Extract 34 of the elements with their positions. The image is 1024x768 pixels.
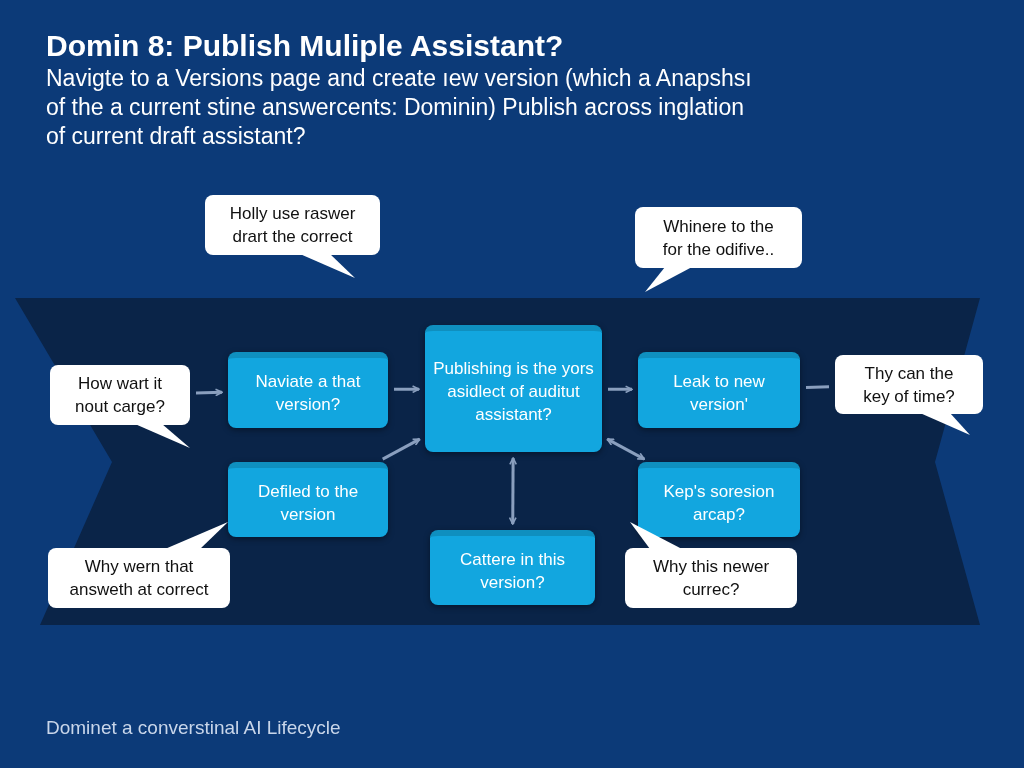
speech-bubble (50, 365, 190, 448)
process-box (638, 352, 800, 428)
speech-bubble (48, 522, 230, 608)
bubble-text: Why this newer currec? (651, 556, 771, 601)
box-text: Leak to new version' (672, 371, 766, 416)
box-text: Naviate a that version? (254, 371, 362, 416)
process-box (430, 530, 595, 605)
bubble-text: Thy can the key of time? (862, 362, 956, 408)
footer-text: Dominet a converstinal AI Lifecycle (46, 716, 341, 740)
process-box (638, 462, 800, 537)
bubble-text: Whinere to the for the odifive.. (661, 215, 776, 261)
connector-line (805, 385, 830, 389)
speech-bubble (635, 207, 802, 292)
box-text: Publishing is the yors asidlect of auditut assistant? (433, 358, 594, 426)
subtitle: Navigte to a Versions page and create ıew version (which a Anapshsı of the a current stine answercents: Dominin) Publish across inglation of current draft assistant? (46, 64, 753, 151)
arrow (195, 388, 223, 397)
process-box (228, 462, 388, 537)
bubble-text: Holly use raswer drart the correct (228, 203, 357, 248)
speech-bubble (625, 522, 797, 608)
bubble-text: Why wern that answeth at correct (68, 556, 210, 601)
arrow (394, 385, 420, 394)
process-box (228, 352, 388, 428)
box-text: Kep's soresion arcap? (662, 480, 776, 526)
bubble-text: How wart it nout carge? (74, 373, 166, 418)
process-box (425, 325, 602, 452)
box-text: Cattere in this version? (459, 548, 566, 594)
speech-bubble (835, 355, 983, 435)
arrow (382, 437, 421, 461)
arrow (606, 437, 646, 461)
arrow (608, 385, 633, 394)
arrow (508, 457, 518, 525)
title: Domin 8: Publish Muliple Assistant? (46, 28, 564, 64)
box-text: Defiled to the version (256, 480, 360, 526)
speech-bubble (205, 195, 380, 278)
